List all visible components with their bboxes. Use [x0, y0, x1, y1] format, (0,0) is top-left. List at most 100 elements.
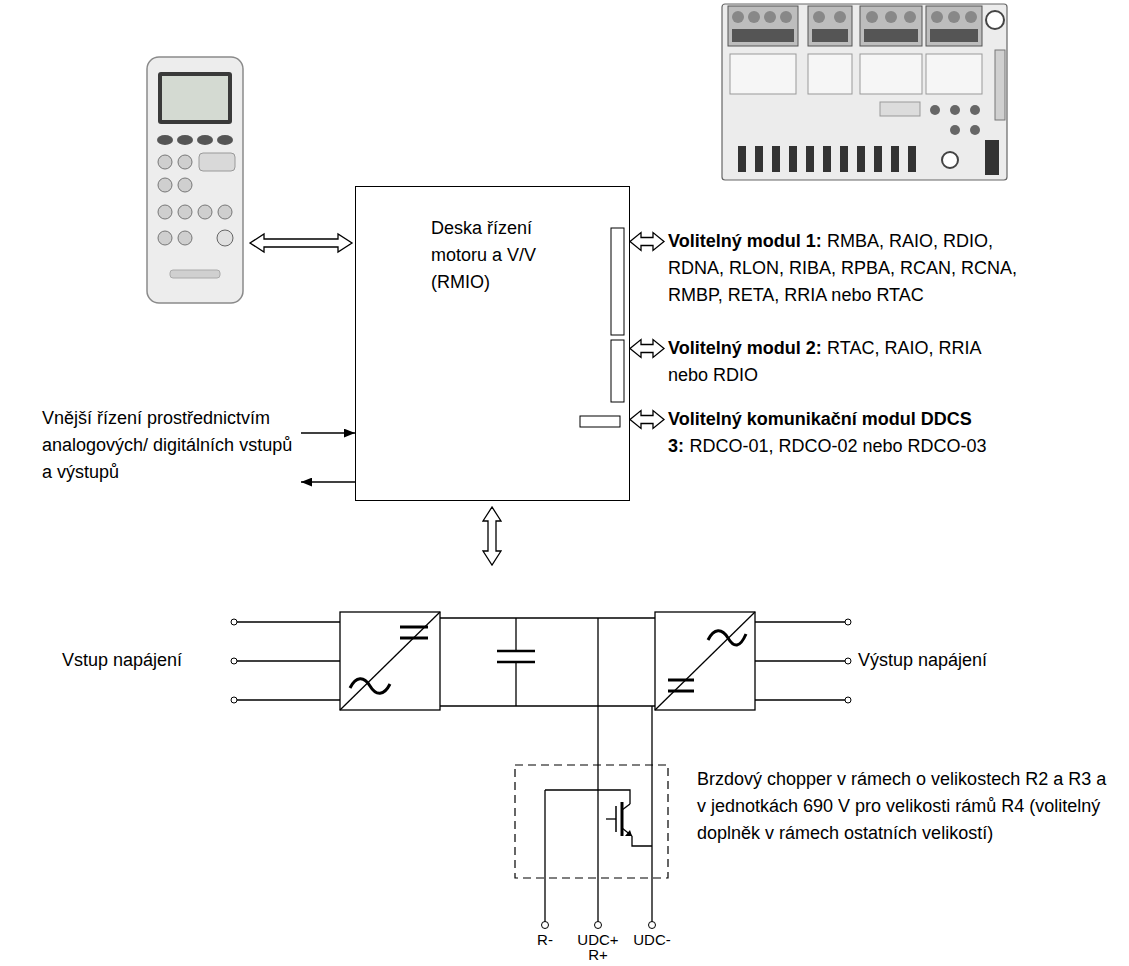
brake-chopper-circuit — [632, 836, 652, 846]
hollow-double-arrow — [630, 340, 664, 358]
power-circuit — [231, 612, 851, 710]
rdio-module-photo — [948, 11, 960, 23]
power-circuit — [845, 619, 851, 625]
brake-chopper-circuit — [649, 922, 656, 929]
module-heading: Volitelný modul 1: — [668, 231, 822, 251]
rdio-module-photo — [789, 146, 797, 172]
brake-chopper-circuit — [621, 802, 624, 836]
control-panel-illustration — [198, 205, 212, 219]
rdio-module-photo — [904, 11, 916, 23]
rdio-module-photo — [857, 146, 865, 172]
power-circuit — [400, 626, 428, 629]
external-control-text: Vnější řízení prostřednictvím analogovýc… — [42, 405, 297, 486]
control-panel-illustration — [178, 231, 192, 245]
external-control-note: Vnější řízení prostřednictvím analogovýc… — [42, 405, 297, 486]
brake-chopper-circuit — [651, 706, 652, 922]
control-panel-illustration — [199, 153, 235, 171]
brake-chopper-circuit — [544, 790, 545, 922]
rdio-module-photo — [780, 11, 792, 23]
control-panel-illustration — [217, 135, 233, 145]
power-circuit — [237, 621, 340, 622]
control-panel-illustration — [178, 178, 192, 192]
brake-chopper-circuit — [515, 618, 668, 929]
rdio-module-photo — [926, 6, 982, 46]
rdio-module-photo — [866, 11, 878, 23]
control-panel-illustration — [178, 205, 192, 219]
rdio-module-photo — [728, 6, 798, 46]
control-board-box: Deska řízení motoru a V/V (RMIO) — [355, 186, 630, 501]
brake-chopper-circuit — [622, 828, 632, 836]
hollow-double-arrow — [483, 507, 501, 565]
rdio-module-photo — [995, 50, 1005, 120]
control-panel-illustration — [158, 205, 172, 219]
brake-chopper-circuit — [542, 922, 549, 929]
power-circuit — [755, 621, 845, 622]
signal-arrow — [301, 481, 355, 483]
option-module-text: Volitelný modul 2:RTAC, RAIO, RRIA nebo … — [668, 335, 1003, 385]
rdio-module-photo — [950, 125, 960, 135]
rdio-module-photo — [970, 125, 980, 135]
power-circuit — [655, 612, 755, 710]
control-panel-illustration — [158, 178, 172, 192]
option-slot — [611, 228, 624, 335]
signal-arrow — [301, 432, 355, 434]
rdio-module-photo — [926, 54, 982, 94]
brake-chopper-circuit — [625, 830, 632, 836]
power-circuit — [340, 612, 440, 710]
brake-chopper-circuit — [515, 765, 668, 878]
power-circuit — [845, 697, 851, 703]
option-slot — [580, 416, 620, 427]
rdio-module-photo — [986, 11, 1004, 29]
brake-chopper-circuit — [595, 922, 602, 929]
control-panel-illustration — [157, 135, 173, 145]
rdio-module-photo — [874, 146, 882, 172]
power-circuit — [755, 660, 845, 661]
rdio-module-photo — [722, 4, 1007, 180]
power-circuit — [668, 690, 694, 693]
brake-chopper-note: Brzdový chopper v rámech o velikostech R… — [697, 766, 1117, 847]
rdio-module-photo — [748, 11, 760, 23]
rdio-module-photo — [908, 146, 916, 172]
control-panel-illustration — [197, 135, 213, 145]
control-panel-illustration — [158, 231, 172, 245]
hollow-double-arrow — [630, 233, 664, 251]
power-circuit — [231, 619, 237, 625]
power-circuit — [845, 658, 851, 664]
rdio-module-photo — [772, 146, 780, 172]
rdio-module-photo — [930, 105, 940, 115]
rdio-module-photo — [755, 146, 763, 172]
board-name: Deska řízení motoru a V/V (RMIO) — [431, 215, 581, 296]
module-heading: Volitelný modul 2: — [668, 338, 822, 358]
option-module-text: Volitelný modul 1:RMBA, RAIO, RDIO, RDNA… — [668, 228, 1020, 305]
power-circuit — [231, 658, 237, 664]
control-panel-illustration — [147, 57, 243, 303]
brake-chopper-circuit — [597, 618, 598, 922]
rdio-module-photo — [970, 105, 980, 115]
power-circuit — [515, 662, 516, 706]
hollow-double-arrow — [250, 234, 352, 252]
power-circuit — [515, 618, 516, 651]
terminal-label: R- — [537, 932, 553, 947]
power-circuit — [440, 705, 655, 706]
rdio-module-photo — [813, 11, 825, 23]
control-panel-illustration — [162, 76, 228, 120]
power-circuit — [655, 612, 755, 710]
terminal-label: UDC- — [633, 932, 671, 947]
terminal-label: R+ — [588, 947, 608, 962]
power-circuit — [350, 679, 390, 694]
power-circuit — [231, 697, 237, 703]
hollow-double-arrow — [630, 411, 664, 429]
rdio-module-photo — [931, 11, 943, 23]
rdio-module-photo — [806, 146, 814, 172]
power-circuit — [440, 617, 655, 618]
rdio-module-photo — [730, 54, 796, 94]
rdio-module-photo — [732, 11, 744, 23]
rdio-module-photo — [808, 6, 852, 46]
power-circuit — [755, 699, 845, 700]
brake-chopper-circuit — [545, 790, 630, 804]
control-panel-illustration — [177, 135, 193, 145]
power-circuit — [497, 650, 535, 653]
